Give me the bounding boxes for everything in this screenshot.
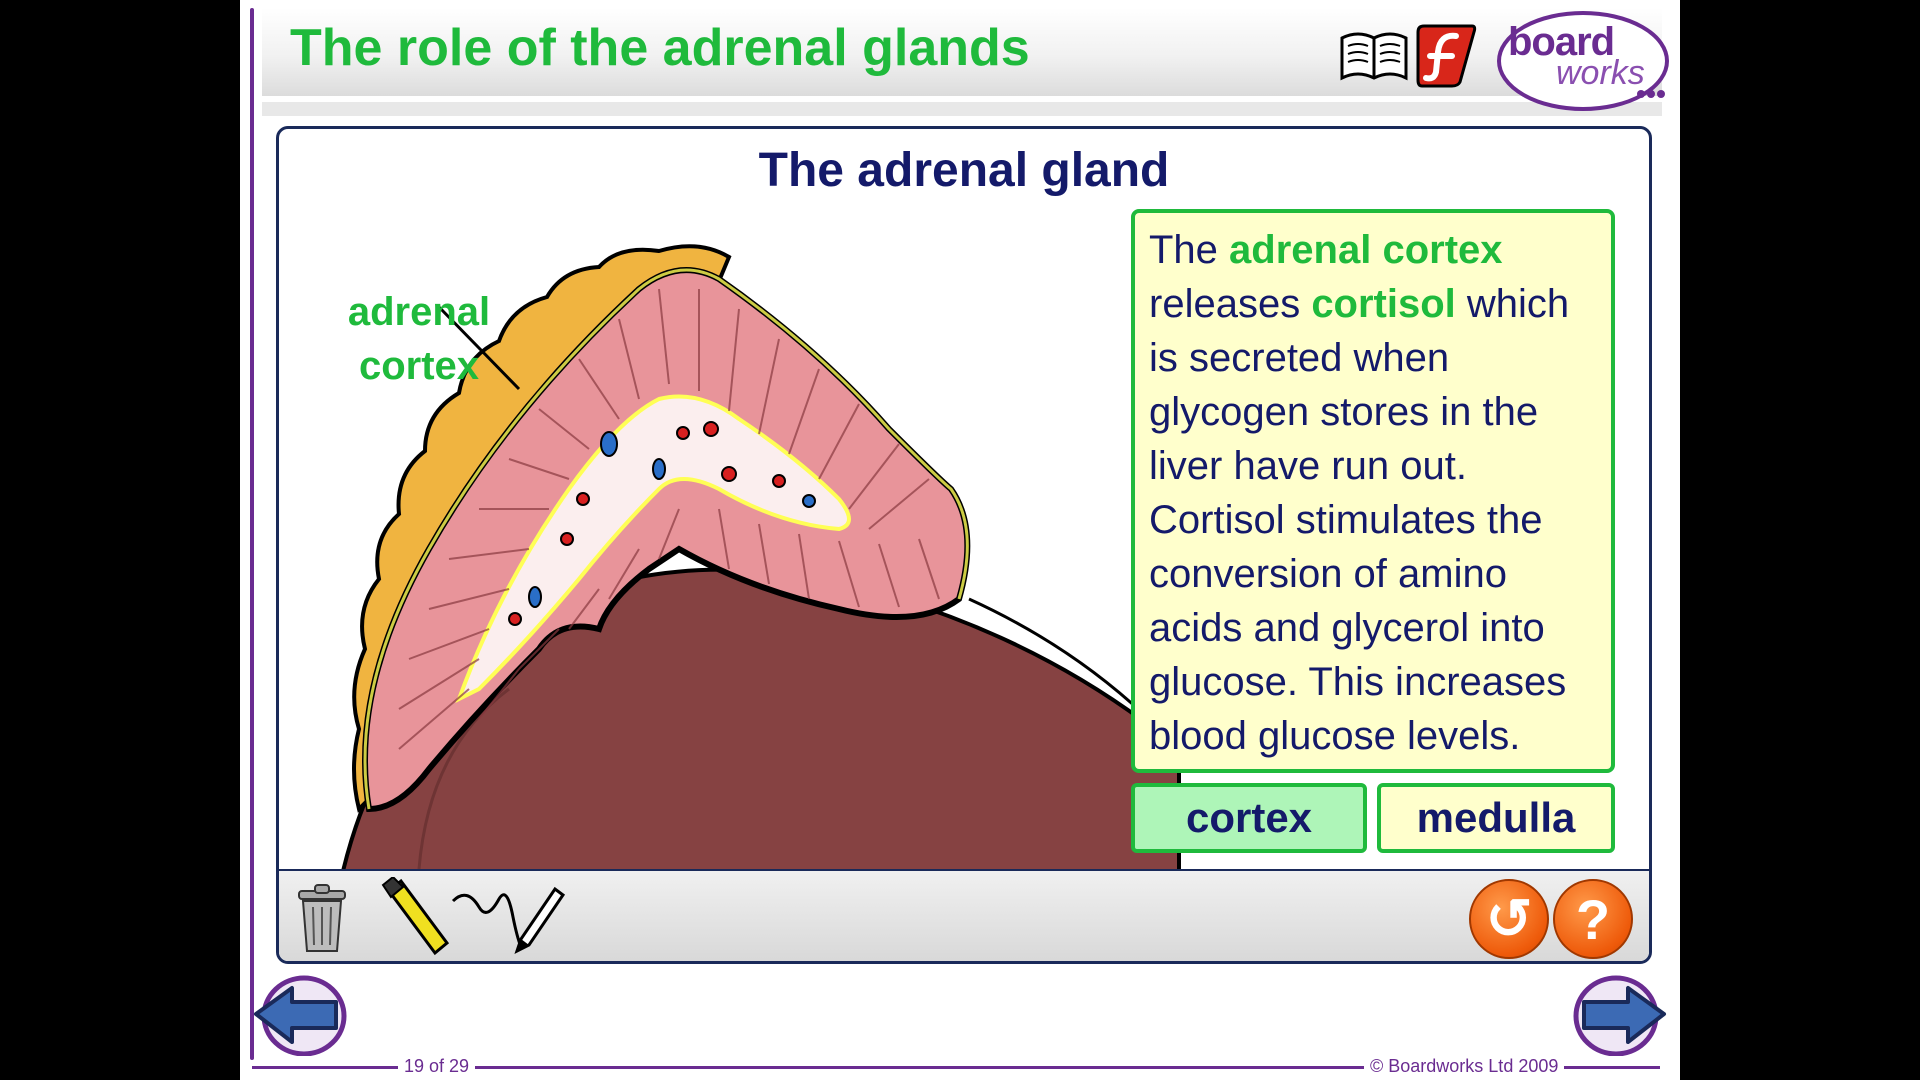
title-bar-shadow: [262, 102, 1662, 116]
footer-line: [252, 1066, 1660, 1069]
info-text-3: which is secreted when glycogen stores i…: [1149, 282, 1570, 758]
page-title: The role of the adrenal glands: [290, 19, 1030, 77]
label-pointer-line: [437, 305, 521, 391]
info-highlight-cortisol: cortisol: [1311, 282, 1456, 326]
book-icon[interactable]: [1338, 24, 1410, 86]
medulla-button[interactable]: medulla: [1377, 783, 1615, 853]
flash-icon[interactable]: [1416, 20, 1478, 88]
reset-button[interactable]: ↺: [1469, 879, 1549, 959]
panel-title: The adrenal gland: [758, 144, 1170, 197]
boardworks-logo: [1497, 11, 1669, 111]
content-panel: The adrenal gland adrenal cortex The adr…: [276, 126, 1652, 964]
copyright: © Boardworks Ltd 2009: [1364, 1056, 1565, 1077]
adrenal-medulla: [455, 394, 851, 704]
left-border: [250, 8, 254, 1060]
help-button[interactable]: ?: [1553, 879, 1633, 959]
slide: The role of the adrenal glands board wor…: [240, 0, 1680, 1080]
next-arrow-icon[interactable]: [1570, 972, 1668, 1056]
highlighter-icon[interactable]: [379, 877, 455, 959]
logo-text-works: works: [1556, 54, 1645, 92]
trash-icon[interactable]: [287, 877, 357, 957]
info-highlight-cortex: adrenal cortex: [1229, 228, 1503, 272]
toolbar: ↺ ?: [279, 869, 1649, 963]
adrenal-cortex-label: adrenal cortex: [347, 290, 491, 388]
previous-arrow-icon[interactable]: [252, 972, 350, 1056]
adrenal-gland-diagram: [341, 244, 1181, 869]
pen-icon[interactable]: [447, 877, 567, 963]
cortex-striations: [398, 288, 940, 750]
info-box: The adrenal cortex releases cortisol whi…: [1131, 209, 1615, 773]
blood-cells: [508, 421, 816, 626]
info-text-2: releases: [1149, 282, 1312, 326]
info-text-1: The: [1149, 228, 1230, 272]
cortex-button[interactable]: cortex: [1131, 783, 1367, 853]
page-counter: 19 of 29: [398, 1056, 476, 1077]
logo-text-board: board: [1508, 20, 1615, 64]
